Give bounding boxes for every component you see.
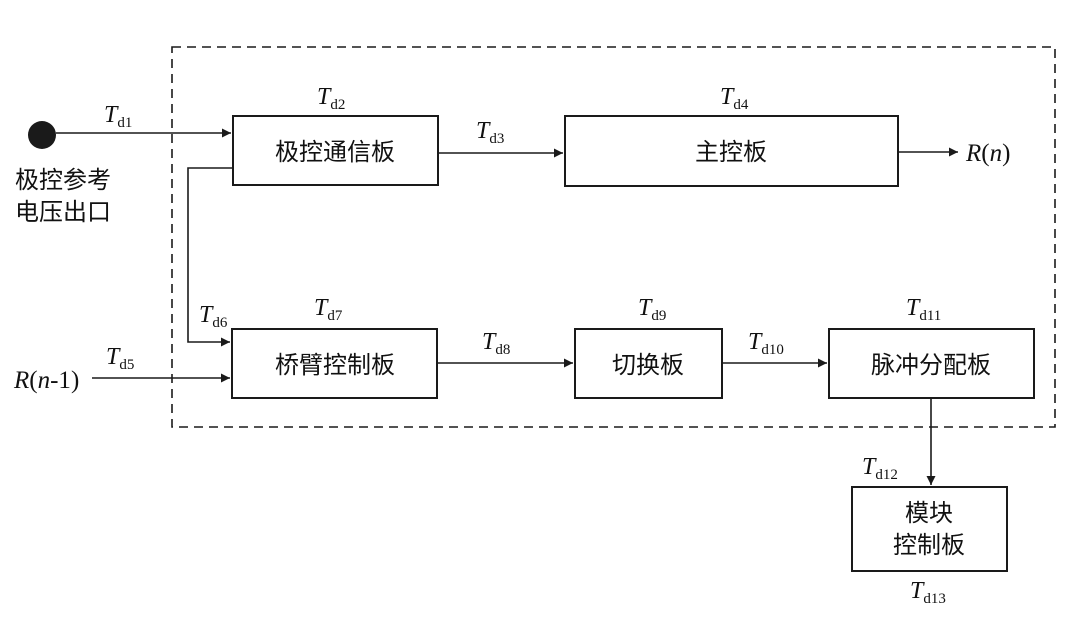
- pole-comm-board-box: [232, 115, 439, 186]
- control-system-boundary: [171, 46, 1056, 428]
- delay-label-d12: Td12: [862, 454, 898, 483]
- delay-label-d3: Td3: [476, 118, 504, 147]
- delay-label-d8: Td8: [482, 329, 510, 358]
- main-control-board-label: 主控板: [695, 138, 767, 166]
- source-label-line1: 极控参考: [15, 166, 111, 194]
- input-signal-label: R(n-1): [13, 367, 79, 394]
- module-control-board-label-line1: 模块: [905, 499, 953, 527]
- output-signal-label: R(n): [965, 140, 1010, 167]
- delay-label-d11: Td11: [906, 295, 941, 324]
- reference-voltage-source-dot: [28, 121, 56, 149]
- delay-label-d1: Td1: [104, 102, 132, 131]
- main-control-board-box: [564, 115, 899, 187]
- delay-label-d6: Td6: [199, 302, 228, 331]
- delay-label-d4: Td4: [720, 84, 749, 113]
- delay-label-d13: Td13: [910, 578, 946, 607]
- bridge-arm-control-board-box: [231, 328, 438, 399]
- source-label-line2: 电压出口: [15, 198, 111, 226]
- pole-comm-board-label: 极控通信板: [275, 138, 395, 166]
- delay-label-d10: Td10: [748, 329, 784, 358]
- module-control-board-box: [851, 486, 1008, 572]
- switch-board-label: 切换板: [612, 351, 684, 379]
- pulse-distribution-board-box: [828, 328, 1035, 399]
- bridge-arm-control-board-label: 桥臂控制板: [275, 351, 395, 379]
- arrow-pole-comm-to-bridge-arm: [187, 167, 233, 347]
- delay-label-d9: Td9: [638, 295, 666, 324]
- delay-label-d7: Td7: [314, 295, 343, 324]
- delay-label-d5: Td5: [106, 344, 134, 373]
- module-control-board-label-line2: 控制板: [893, 531, 965, 559]
- switch-board-box: [574, 328, 723, 399]
- delay-label-d2: Td2: [317, 84, 345, 113]
- pulse-distribution-board-label: 脉冲分配板: [871, 351, 991, 379]
